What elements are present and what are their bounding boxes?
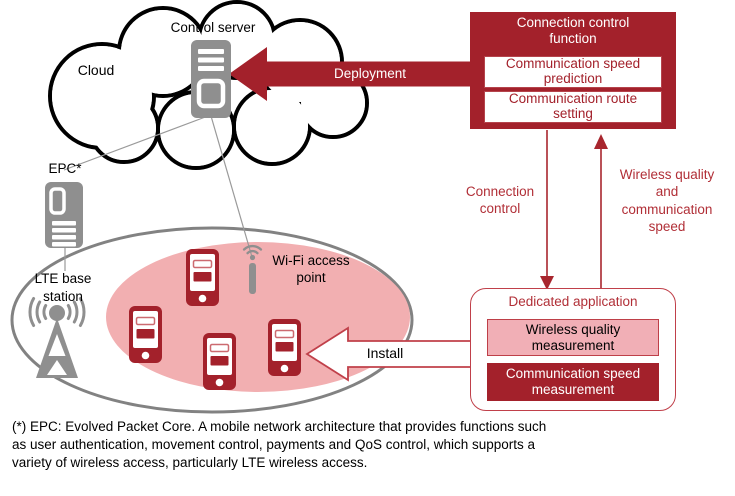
- install-arrow-label: Install: [366, 345, 404, 361]
- communication-route-setting-box: Communication route setting: [484, 91, 662, 123]
- dedicated-application-box: Dedicated application Wireless quality m…: [470, 288, 676, 411]
- cloud-label: Cloud: [77, 62, 115, 78]
- smartphone-icon: [267, 318, 302, 377]
- wireless-quality-label: Wireless quality and communication speed: [619, 167, 715, 234]
- lte-base-station-icon: [28, 297, 86, 378]
- communication-speed-measurement-box: Communication speed measurement: [487, 363, 659, 401]
- connection-control-function-box: Connection control function Communicatio…: [470, 12, 676, 129]
- smartphone-icon: [185, 248, 220, 307]
- connection-control-function-title: Connection control function: [516, 15, 630, 47]
- communication-speed-prediction-box: Communication speed prediction: [484, 56, 662, 88]
- wireless-quality-arrow: [594, 134, 608, 289]
- epc-server-icon: [45, 182, 83, 248]
- deployment-arrow-label: Deployment: [333, 66, 407, 81]
- deployment-arrow: [229, 47, 472, 101]
- smartphone-icon: [202, 332, 237, 391]
- control-server-icon: [191, 40, 231, 118]
- control-server-label: Control server: [170, 20, 256, 35]
- connector-lines: [63, 115, 253, 271]
- dedicated-application-title: Dedicated application: [508, 294, 638, 309]
- wireless-quality-measurement-box: Wireless quality measurement: [487, 319, 659, 356]
- wifi-access-point-label: Wi-Fi access point: [272, 253, 350, 285]
- connection-control-label: Connection control: [465, 184, 535, 216]
- connection-control-arrow: [540, 130, 554, 290]
- epc-footnote: (*) EPC: Evolved Packet Core. A mobile n…: [12, 419, 547, 470]
- epc-label: EPC*: [48, 161, 82, 176]
- smartphone-icon: [128, 305, 163, 364]
- wifi-access-point-icon: [242, 244, 263, 294]
- lte-base-station-label: LTE base station: [34, 271, 92, 304]
